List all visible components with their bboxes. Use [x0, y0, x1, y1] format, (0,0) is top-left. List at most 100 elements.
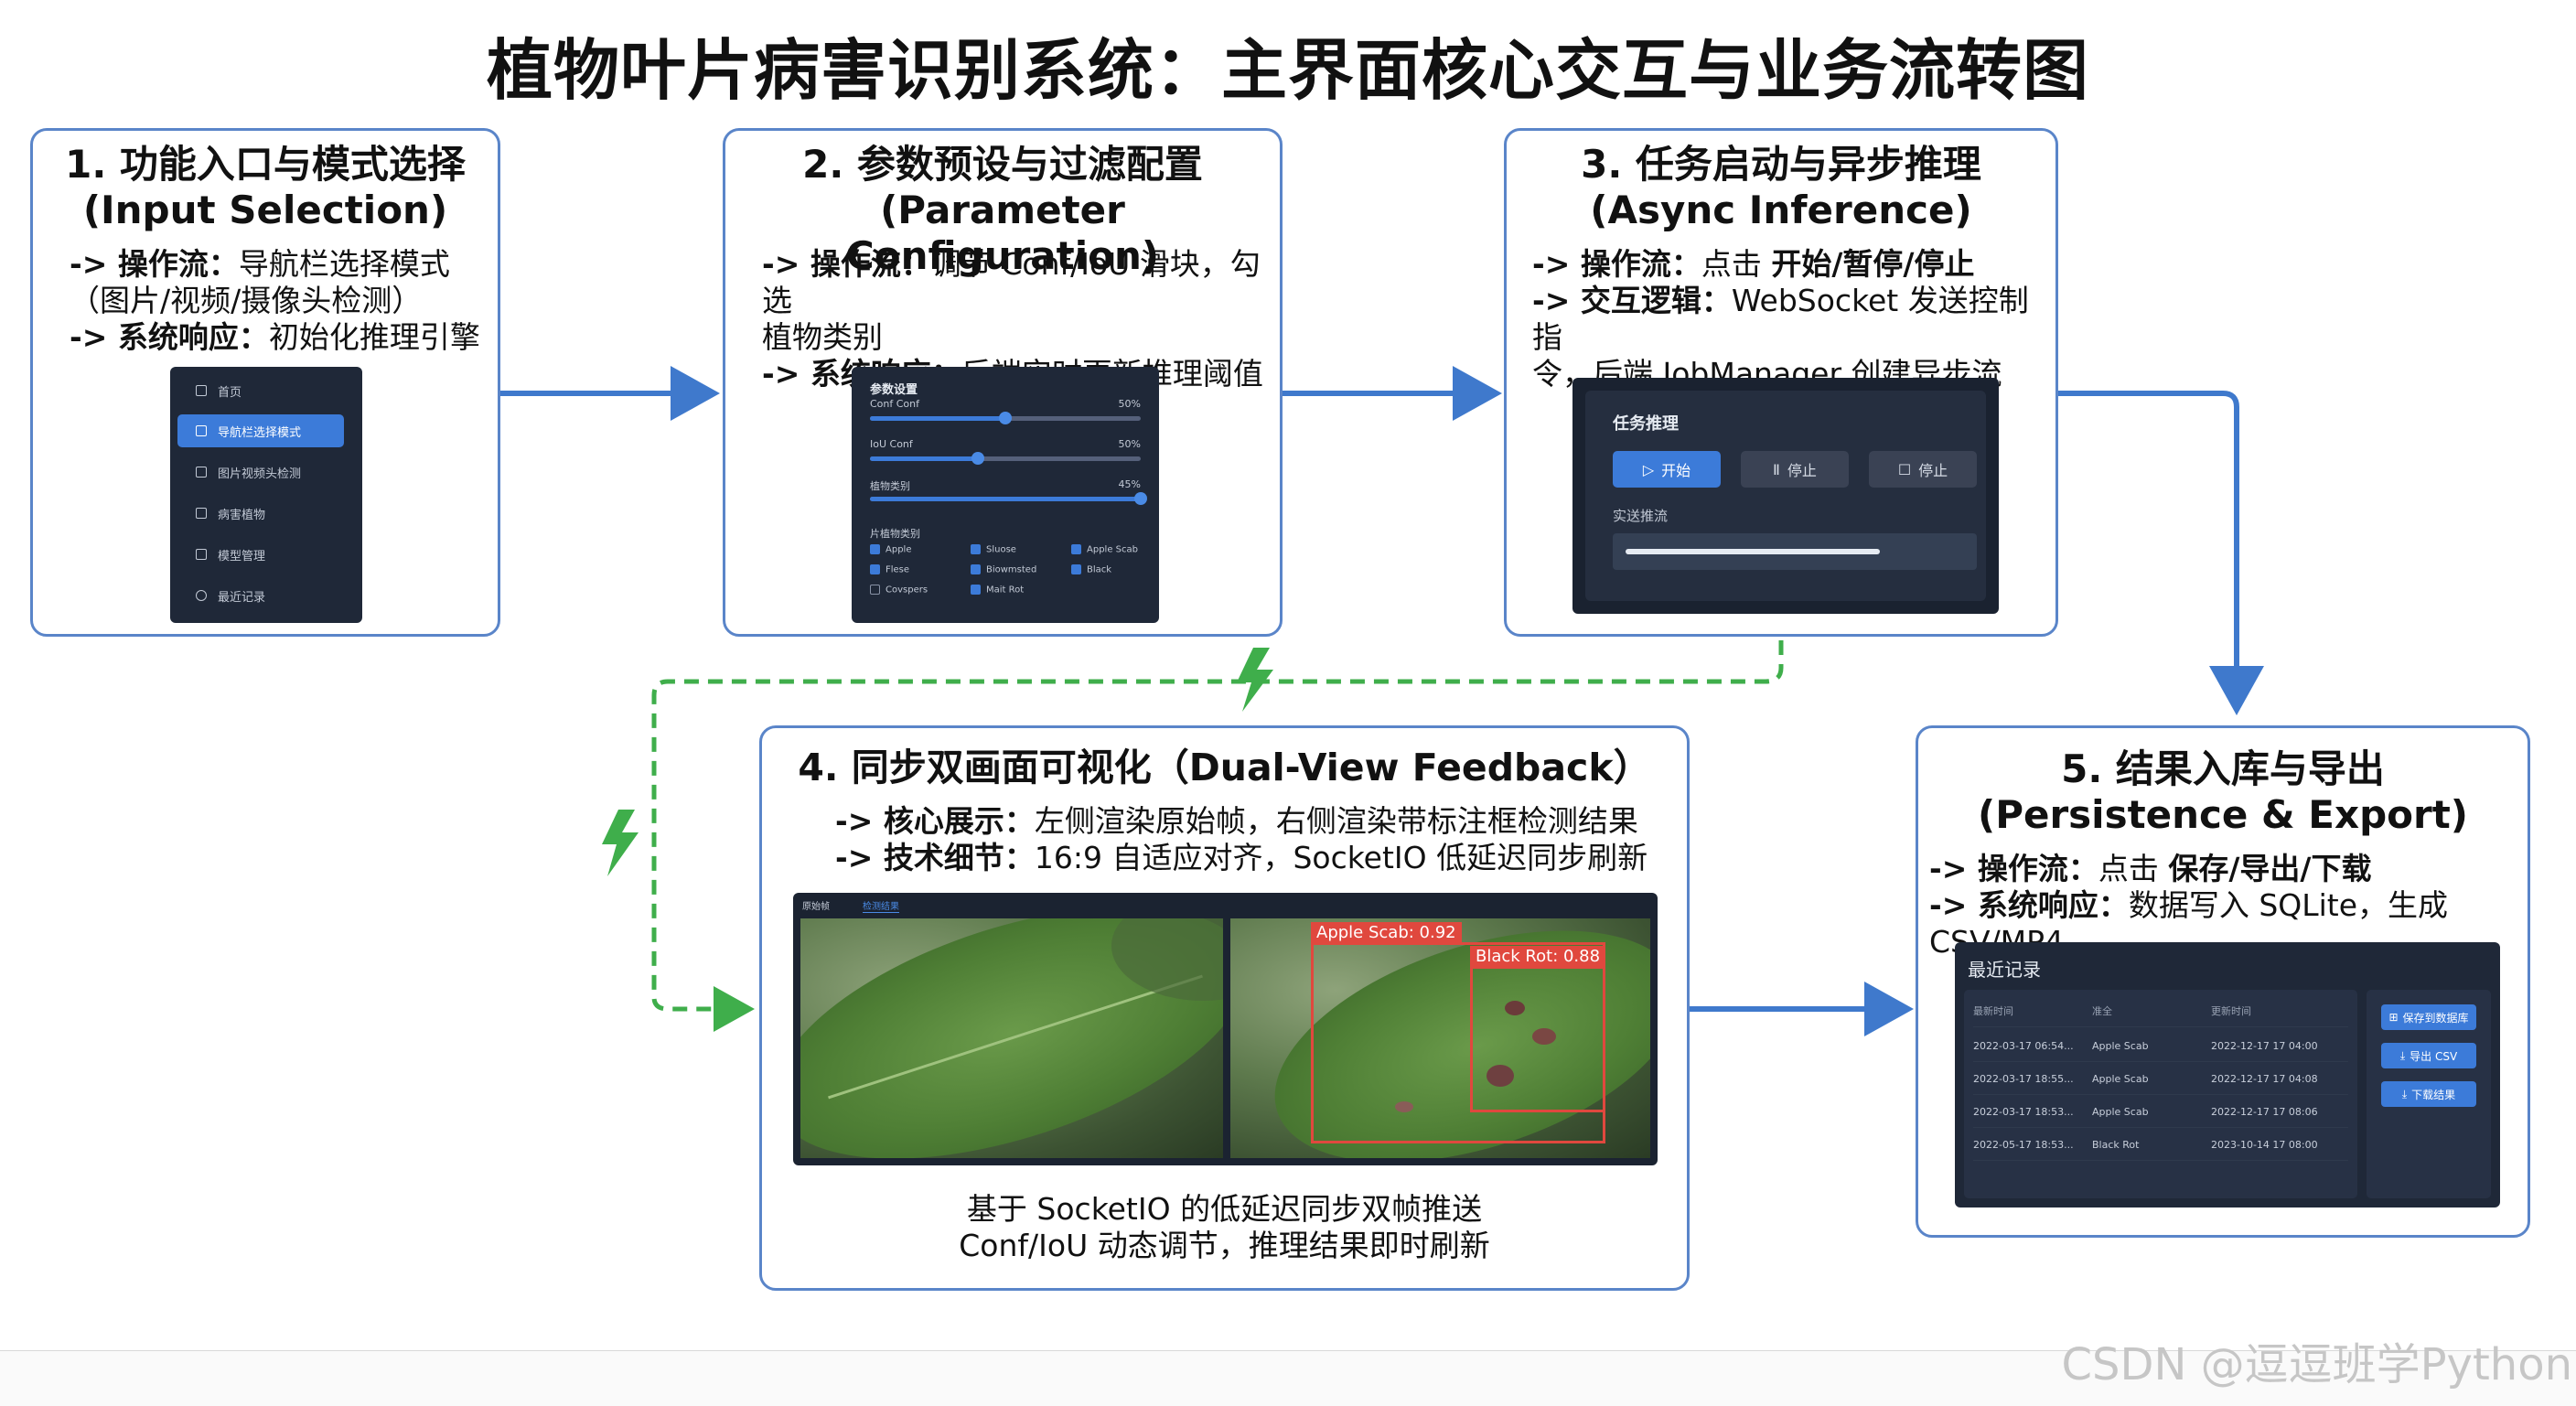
download-result-button[interactable]: ⤓下载结果	[2381, 1081, 2476, 1107]
card-title: 1. 功能入口与模式选择	[65, 142, 466, 187]
nav-item-history[interactable]: 最近记录	[177, 579, 344, 612]
records-table: 最新时间准全更新时间 2022-03-17 06:54...Apple Scab…	[1964, 990, 2357, 1198]
lightning-icon	[602, 810, 639, 876]
class-checkbox[interactable]: Mait Rot	[971, 585, 1024, 596]
table-cell: 2022-12-17 17 04:00	[2211, 1039, 2318, 1052]
slider-value: 50%	[1118, 438, 1141, 450]
start-button[interactable]: ▷开始	[1613, 451, 1721, 488]
stream-progress-bar	[1626, 549, 1880, 554]
slider-handle[interactable]	[999, 412, 1012, 424]
bottom-strip	[0, 1350, 2576, 1406]
detection-result-image: Apple Scab: 0.92 Black Rot: 0.88	[1230, 918, 1650, 1158]
filter-title: 片植物类别	[870, 528, 920, 540]
checkbox-label: Flese	[886, 564, 910, 575]
nav-item-home[interactable]: 首页	[177, 374, 344, 407]
table-cell: 2023-10-14 17 08:00	[2211, 1138, 2318, 1151]
table-cell: 2022-12-17 17 04:08	[2211, 1072, 2318, 1085]
slider-handle[interactable]	[971, 452, 985, 465]
card-description: -> 操作流：点击 开始/暂停/停止 -> 交互逻辑：WebSocket 发送控…	[1532, 246, 2029, 392]
original-frame-image	[800, 918, 1223, 1158]
slider-fill	[870, 416, 1005, 421]
caption-line-1: 基于 SocketIO 的低延迟同步双帧推送	[966, 1191, 1483, 1227]
panel-title: 最近记录	[1968, 959, 2041, 981]
table-cell: 2022-05-17 18:53...	[1973, 1138, 2074, 1151]
stream-label: 实送推流	[1613, 508, 1669, 524]
slider-value: 50%	[1118, 398, 1141, 410]
checkbox-icon	[870, 585, 880, 595]
download-icon: ⤓	[2401, 1087, 2408, 1100]
class-checkbox[interactable]: Covspers	[870, 585, 928, 596]
class-checkbox[interactable]: Apple	[870, 544, 911, 555]
checkbox-icon	[971, 544, 981, 554]
slider-track[interactable]	[870, 452, 1141, 465]
save-to-db-button[interactable]: ⊞保存到数据库	[2381, 1004, 2476, 1030]
pause-icon: Ⅱ	[1773, 460, 1780, 478]
class-checkbox[interactable]: Black	[1071, 564, 1111, 575]
checkbox-icon	[870, 544, 880, 554]
grid-icon	[196, 425, 207, 436]
class-checkbox[interactable]: Flese	[870, 564, 909, 575]
table-cell: Apple Scab	[2092, 1105, 2149, 1118]
nav-item-mode-select[interactable]: 导航栏选择模式	[177, 414, 344, 447]
tab-detection[interactable]: 检测结果	[863, 898, 899, 913]
checkbox-icon	[870, 564, 880, 574]
card-title: 5. 结果入库与导出	[2061, 746, 2385, 791]
checkbox-label: Mait Rot	[986, 585, 1025, 596]
slider-track[interactable]	[870, 492, 1147, 505]
tab-original[interactable]: 原始帧	[802, 902, 830, 912]
table-cell: 2022-12-17 17 08:06	[2211, 1105, 2318, 1118]
class-checkbox[interactable]: Biowmsted	[971, 564, 1036, 575]
stream-progress-track	[1613, 533, 1977, 570]
checkbox-icon	[971, 585, 981, 595]
card-dual-view: 4. 同步双画面可视化（Dual-View Feedback） -> 核心展示：…	[759, 725, 1690, 1291]
export-csv-button[interactable]: ⤓导出 CSV	[2381, 1043, 2476, 1068]
card-subtitle: (Parameter Configuration)	[845, 188, 1160, 278]
class-checkbox[interactable]: Apple Scab	[1071, 544, 1138, 555]
detection-label: Apple Scab: 0.92	[1311, 922, 1462, 943]
play-icon: ▷	[1642, 460, 1655, 478]
nav-sidebar-panel: 首页 导航栏选择模式 图片视频头检测 病害植物 模型管理 最近记录	[170, 367, 362, 623]
slider-value: 45%	[1118, 478, 1141, 490]
nav-item-detection[interactable]: 图片视频头检测	[177, 456, 344, 488]
checkbox-icon	[1071, 564, 1081, 574]
checkbox-icon	[971, 564, 981, 574]
arrow-3-to-5	[2058, 391, 2264, 715]
recent-records-panel: 最近记录 最新时间准全更新时间 2022-03-17 06:54...Apple…	[1955, 942, 2500, 1207]
checkbox-label: Biowmsted	[986, 564, 1037, 575]
class-checkbox[interactable]: Sluose	[971, 544, 1016, 555]
database-icon: ⊞	[2388, 1011, 2399, 1024]
clock-icon	[196, 590, 207, 601]
card-title: 2. 参数预设与过滤配置	[802, 142, 1203, 187]
checkbox-icon	[1071, 544, 1081, 554]
caption-line-2: Conf/IoU 动态调节，推理结果即时刷新	[959, 1228, 1490, 1263]
image-icon	[196, 467, 207, 478]
table-cell: Apple Scab	[2092, 1039, 2149, 1052]
action-buttons: ⊞保存到数据库 ⤓导出 CSV ⤓下载结果	[2367, 990, 2491, 1198]
detection-label: Black Rot: 0.88	[1470, 946, 1606, 967]
card-title: 3. 任务启动与异步推理	[1581, 142, 1981, 187]
watermark: CSDN @逗逗班学Python	[2061, 1339, 2573, 1390]
checkbox-label: Apple Scab	[1087, 544, 1138, 555]
nav-item-models[interactable]: 模型管理	[177, 538, 344, 571]
diagram-title: 植物叶片病害识别系统：主界面核心交互与业务流转图	[486, 32, 2089, 109]
slider-fill	[870, 497, 1141, 501]
slider-label: 植物类别	[870, 480, 910, 492]
detection-box-black-rot	[1470, 966, 1605, 1112]
feedback-dashed-loop	[651, 640, 1784, 1032]
table-row[interactable]: 2022-03-17 18:55... Apple Scab 2022-12-17 …	[1973, 1063, 2348, 1095]
nav-item-diseases[interactable]: 病害植物	[177, 497, 344, 530]
slider-label: Conf Conf	[870, 398, 920, 410]
slider-track[interactable]	[870, 412, 1141, 424]
home-icon	[196, 385, 207, 396]
table-cell: Apple Scab	[2092, 1072, 2149, 1085]
slider-handle[interactable]	[1134, 492, 1147, 505]
stop-button[interactable]: ☐停止	[1869, 451, 1977, 488]
table-header: 最新时间准全更新时间	[1973, 995, 2348, 1027]
card-description: -> 操作流：导航栏选择模式 （图片/视频/摄像头检测） -> 系统响应：初始化…	[70, 246, 480, 355]
table-cell: 2022-03-17 18:55...	[1973, 1072, 2074, 1085]
